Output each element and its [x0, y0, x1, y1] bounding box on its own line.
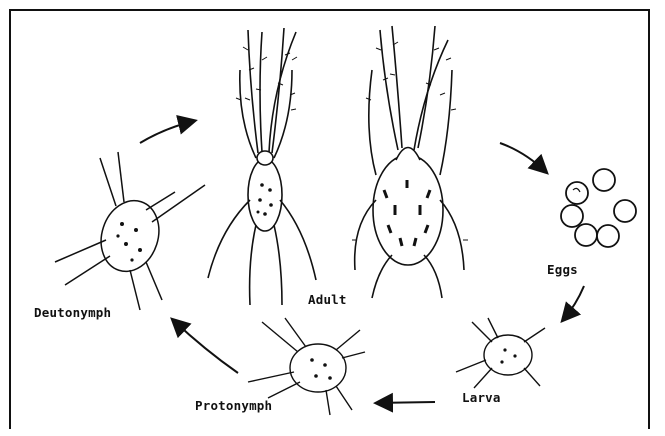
arrow-deutonymph-to-adult [140, 121, 194, 143]
arrow-protonymph-to-deutonymph [173, 320, 238, 373]
adult-mite-slender [208, 28, 316, 305]
larva-mite [456, 318, 545, 388]
deutonymph-mite [55, 152, 205, 310]
label-adult: Adult [308, 292, 347, 307]
label-deutonymph: Deutonymph [34, 305, 111, 320]
arrow-eggs-to-larva [563, 286, 584, 320]
label-larva: Larva [462, 390, 501, 405]
label-eggs: Eggs [547, 262, 578, 277]
eggs-cluster [561, 169, 636, 247]
arrow-larva-to-protonymph [377, 402, 435, 403]
adult-mite-broad [352, 26, 468, 298]
label-protonymph: Protonymph [195, 398, 272, 413]
arrow-adult-to-eggs [500, 143, 546, 172]
